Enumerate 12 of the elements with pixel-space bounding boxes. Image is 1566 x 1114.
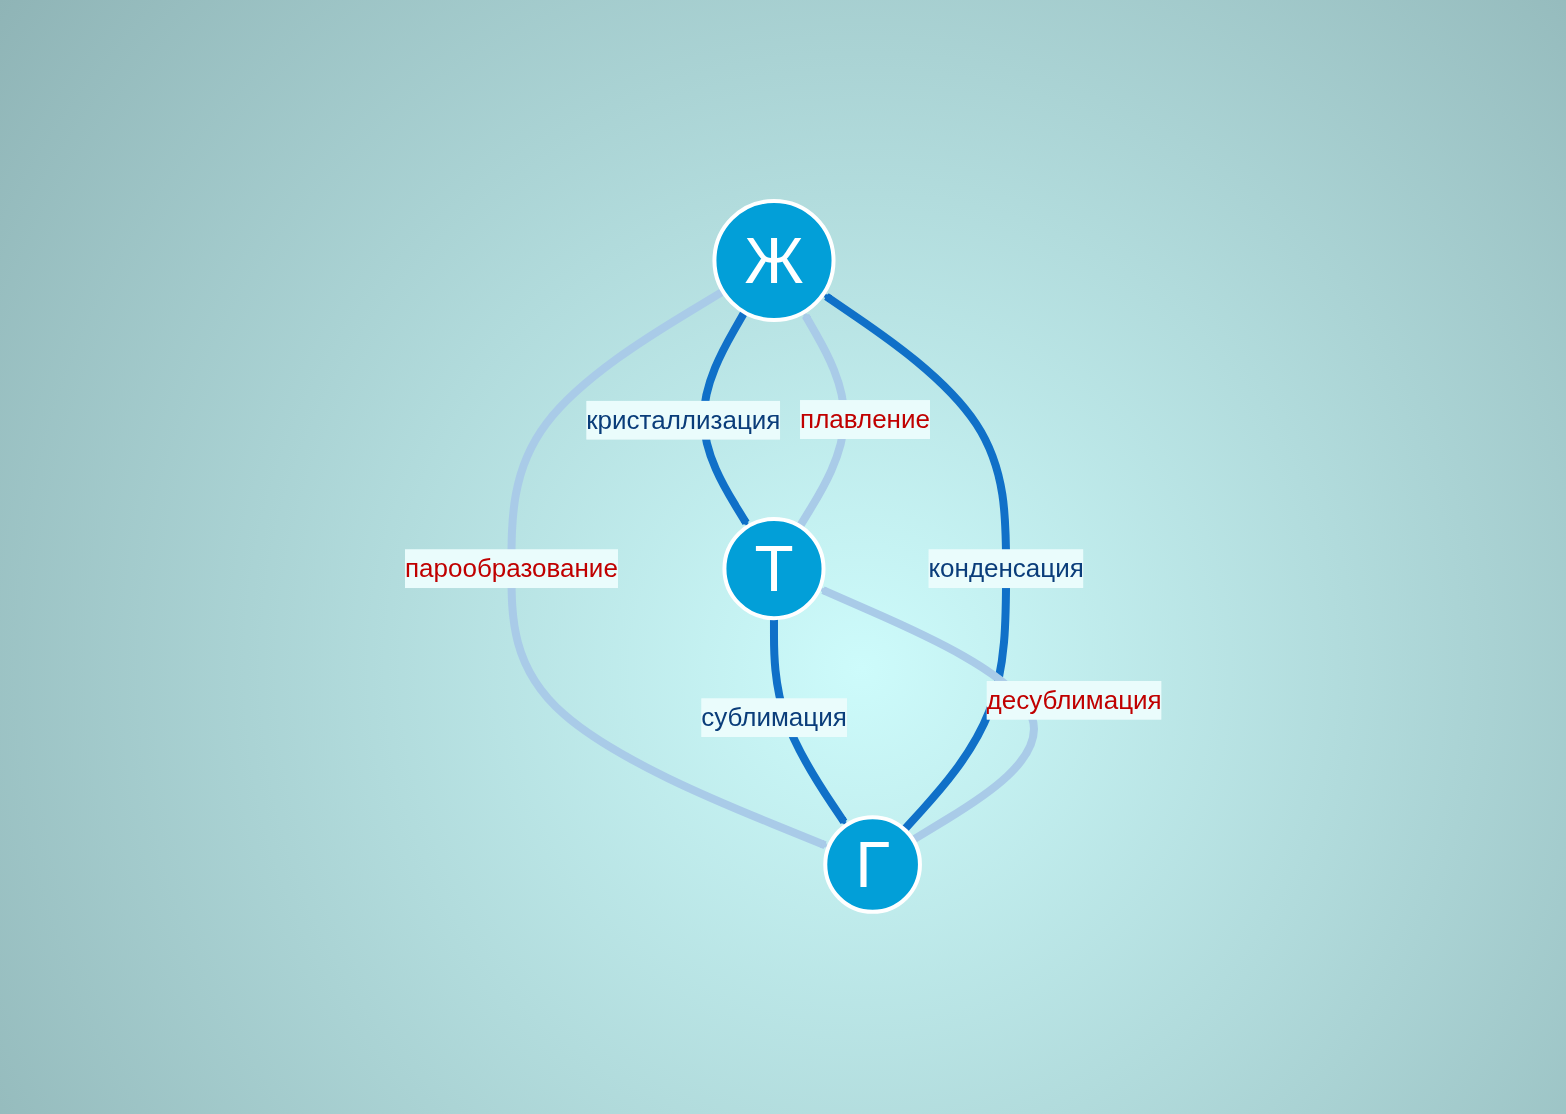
arrow <box>822 293 1010 833</box>
edge-label: конденсация <box>928 553 1084 584</box>
edge-label: парообразование <box>404 553 618 584</box>
edge-label: сублимация <box>700 702 847 733</box>
node-circle: Т <box>722 517 826 621</box>
node-circle: Ж <box>712 199 836 323</box>
arrow <box>818 586 1038 844</box>
node-circle: Г <box>822 815 922 915</box>
arrow <box>507 288 829 850</box>
edge-label: кристаллизация <box>585 404 781 435</box>
edge-label: плавление <box>799 404 930 435</box>
edge-label: десублимация <box>986 685 1162 716</box>
